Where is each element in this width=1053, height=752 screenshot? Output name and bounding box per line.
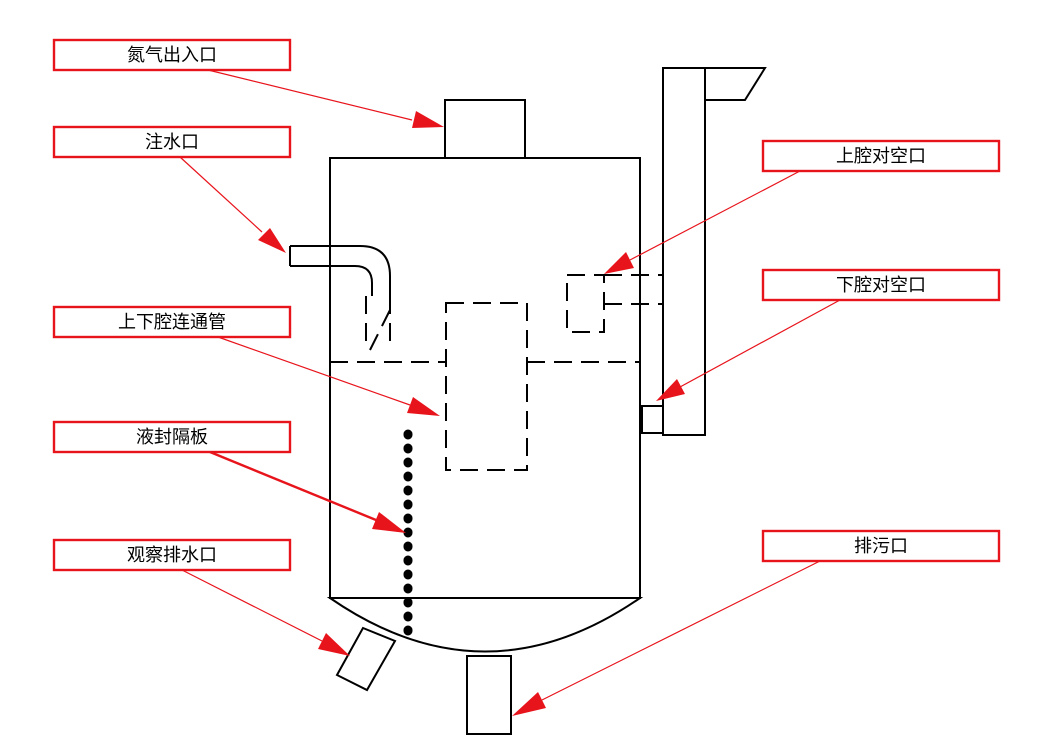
label-connecting-pipe: 上下腔连通管 — [52, 305, 292, 339]
label-seal-plate-text: 液封隔板 — [136, 427, 208, 448]
label-seal-plate: 液封隔板 — [52, 420, 292, 454]
label-water-inlet-text: 注水口 — [145, 132, 199, 153]
water-inlet-elbow — [289, 245, 391, 351]
connecting-pipe-shape — [445, 302, 528, 471]
label-drain-observe: 观察排水口 — [52, 538, 292, 572]
label-drain-observe-text: 观察排水口 — [127, 545, 217, 566]
nitrogen-nozzle — [444, 99, 526, 159]
label-connecting-pipe-text: 上下腔连通管 — [118, 312, 226, 333]
label-sewage-outlet-text: 排污口 — [854, 536, 908, 557]
tank-bottom-head — [326, 597, 644, 653]
label-water-inlet: 注水口 — [52, 125, 292, 159]
label-lower-vent-text: 下腔对空口 — [836, 275, 926, 296]
label-nitrogen-port: 氮气出入口 — [52, 38, 292, 72]
label-upper-vent-text: 上腔对空口 — [836, 146, 926, 167]
leaders — [179, 69, 841, 716]
vent-pipe — [641, 67, 767, 436]
label-lower-vent: 下腔对空口 — [761, 268, 1001, 302]
tank — [326, 99, 644, 735]
drain-observe-pipe — [335, 626, 397, 692]
tank-shell — [329, 157, 641, 599]
sewage-pipe — [466, 655, 512, 735]
upper-vent-internal — [566, 274, 665, 333]
label-nitrogen-port-text: 氮气出入口 — [127, 45, 217, 66]
label-upper-vent: 上腔对空口 — [761, 139, 1001, 173]
label-sewage-outlet: 排污口 — [761, 529, 1001, 563]
